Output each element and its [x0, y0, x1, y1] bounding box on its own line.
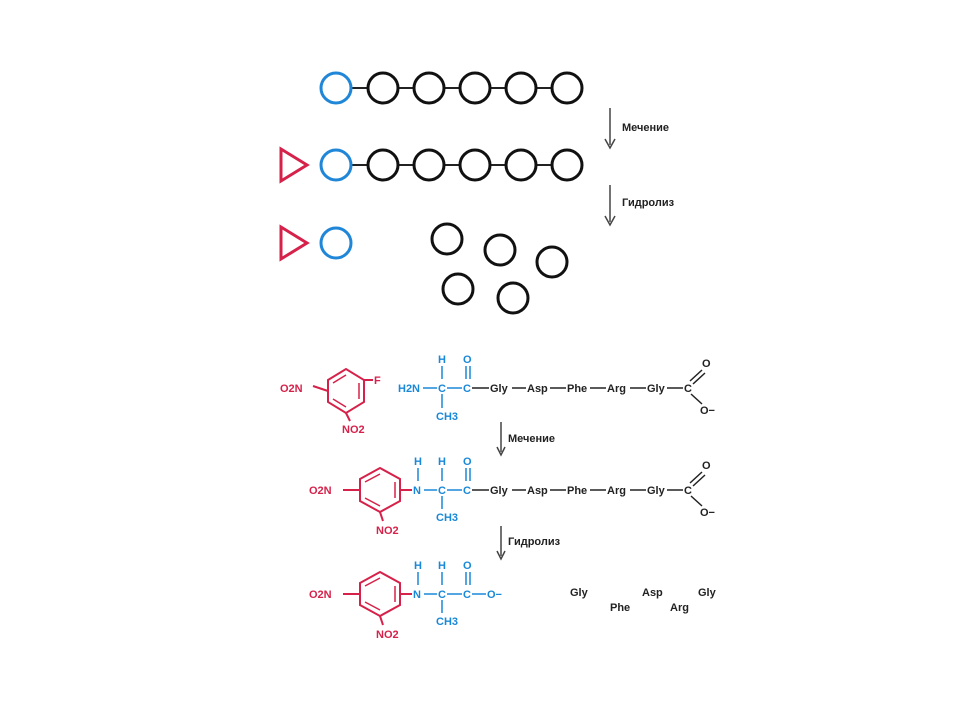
methyl-group: CH3 — [436, 512, 458, 524]
dnp-alanine: N H C H CH3 C O O− — [413, 560, 502, 628]
carbonyl-carbon: C — [463, 383, 471, 395]
carbonyl-carbon: C — [463, 485, 471, 497]
amine-group: H2N — [398, 383, 420, 395]
residue-arg: Arg — [607, 485, 626, 497]
n-hydrogen: H — [414, 560, 422, 572]
free-residue-circle — [483, 233, 517, 267]
n-terminal-residue-circle — [319, 71, 353, 105]
chem-step-label-labeling: Мечение — [508, 433, 555, 445]
free-residue-asp: Asp — [642, 587, 663, 599]
residue-phe: Phe — [567, 383, 587, 395]
reagent-fdnb: O2N F NO2 — [280, 367, 381, 436]
residue-asp: Asp — [527, 485, 548, 497]
residue-circle — [504, 71, 538, 105]
alpha-hydrogen: H — [438, 560, 446, 572]
peptide-row-b: N H C H CH3 C O Gly Asp Phe Arg Gly C O … — [413, 456, 715, 524]
terminal-oxygen-top: O — [702, 358, 711, 370]
free-residue-gly: Gly — [698, 587, 717, 599]
residue-circle — [550, 148, 584, 182]
carbonyl-oxygen: O — [463, 354, 472, 366]
terminal-carbon: C — [684, 383, 692, 395]
step-arrow-labeling: Мечение — [604, 108, 669, 150]
residue-gly-1: Gly — [490, 485, 509, 497]
schematic-row-2 — [279, 146, 584, 184]
methyl-group: CH3 — [436, 411, 458, 423]
schematic-row-1 — [319, 71, 584, 105]
fluoro-atom: F — [374, 375, 381, 387]
n-atom: N — [413, 485, 421, 497]
chem-step-label-hydrolysis: Гидролиз — [508, 536, 561, 548]
residue-gly-2: Gly — [647, 485, 666, 497]
alpha-carbon: C — [438, 485, 446, 497]
step-arrow-hydrolysis: Гидролиз — [604, 185, 675, 227]
free-amino-acids: Gly Asp Gly Phe Arg — [570, 587, 717, 614]
nitro-group-bottom: NO2 — [342, 424, 365, 436]
alpha-hydrogen: H — [438, 354, 446, 366]
residue-asp: Asp — [527, 383, 548, 395]
n-terminal-residue-circle — [319, 226, 353, 260]
label-triangle — [279, 146, 310, 184]
terminal-oxygen-top: O — [702, 460, 711, 472]
terminal-oxygen-bottom: O− — [700, 507, 715, 519]
alpha-carbon: C — [438, 589, 446, 601]
residue-circle — [412, 148, 446, 182]
free-residue-gly: Gly — [570, 587, 589, 599]
residue-arg: Arg — [607, 383, 626, 395]
free-residue-circle — [535, 245, 569, 279]
residue-circle — [550, 71, 584, 105]
methyl-group: CH3 — [436, 616, 458, 628]
nitro-group-left: O2N — [309, 485, 332, 497]
step-label-hydrolysis: Гидролиз — [622, 197, 675, 209]
alpha-hydrogen: H — [438, 456, 446, 468]
dnp-ring-b: O2N NO2 — [309, 466, 412, 537]
dnp-ring-c: O2N NO2 — [309, 570, 412, 641]
free-residue-phe: Phe — [610, 602, 630, 614]
schematic-row-3 — [279, 222, 569, 315]
residue-circle — [458, 148, 492, 182]
residue-circle — [504, 148, 538, 182]
free-residue-circle — [496, 281, 530, 315]
residue-phe: Phe — [567, 485, 587, 497]
nitro-group-bottom: NO2 — [376, 629, 399, 641]
carbonyl-oxygen: O — [463, 560, 472, 572]
free-residue-arg: Arg — [670, 602, 689, 614]
residue-circle — [458, 71, 492, 105]
residue-circle — [366, 148, 400, 182]
step-label-labeling: Мечение — [622, 122, 669, 134]
terminal-oxygen-bottom: O− — [700, 405, 715, 417]
carbonyl-oxygen: O — [463, 456, 472, 468]
chem-arrow-hydrolysis: Гидролиз — [496, 526, 561, 561]
carbonyl-carbon: C — [463, 589, 471, 601]
nitro-group-left: O2N — [309, 589, 332, 601]
nitro-group-bottom: NO2 — [376, 525, 399, 537]
residue-circle — [412, 71, 446, 105]
alpha-carbon: C — [438, 383, 446, 395]
peptide-row-a: H2N C H CH3 C O Gly Asp Phe Arg Gly C O … — [398, 354, 715, 423]
nitro-group-left: O2N — [280, 383, 303, 395]
n-terminal-residue-circle — [319, 148, 353, 182]
residue-gly-1: Gly — [490, 383, 509, 395]
residue-gly-2: Gly — [647, 383, 666, 395]
chem-arrow-labeling: Мечение — [496, 422, 555, 457]
label-triangle — [279, 224, 310, 262]
terminal-carbon: C — [684, 485, 692, 497]
n-hydrogen: H — [414, 456, 422, 468]
free-residue-circle — [441, 272, 475, 306]
carboxylate: O− — [487, 589, 502, 601]
residue-circle — [366, 71, 400, 105]
free-residue-circle — [430, 222, 464, 256]
n-atom: N — [413, 589, 421, 601]
